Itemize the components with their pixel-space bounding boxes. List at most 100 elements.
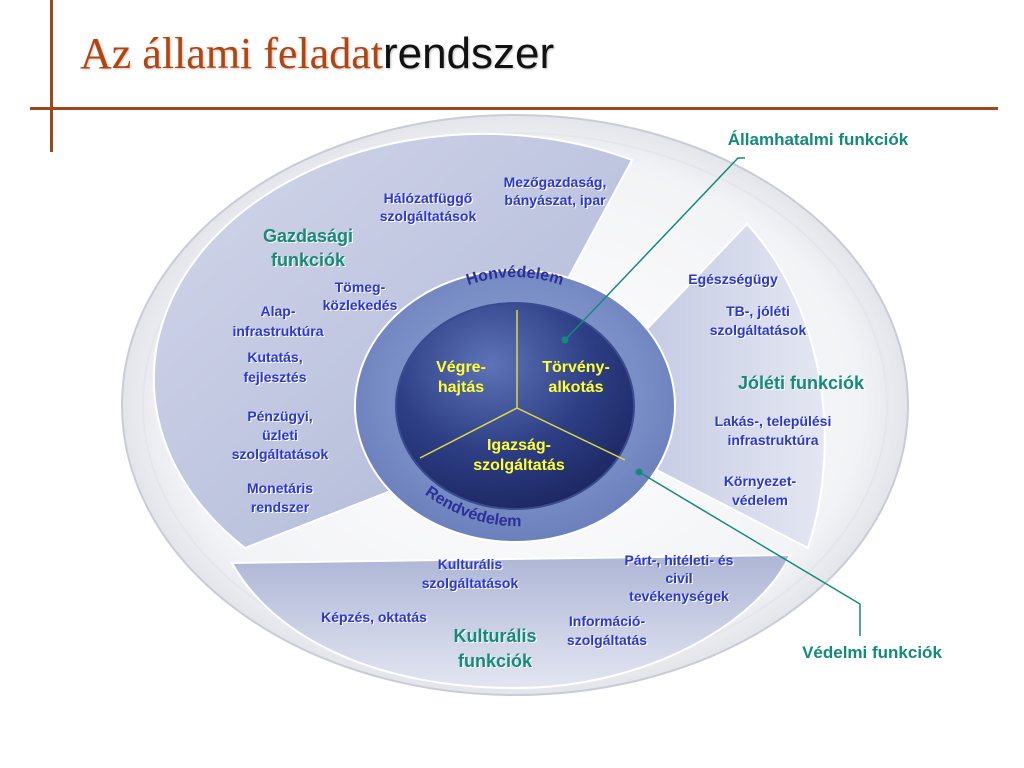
core-label-vegrehajtas-line-1: hajtás	[438, 379, 484, 396]
item-mezogazdasag-shadow-line-1: bányászat, ipar	[506, 193, 608, 209]
item-part-hiteleti-line-0: Párt-, hitéleti- és	[625, 552, 734, 568]
core-divider-right	[516, 407, 626, 461]
core-circle	[395, 302, 635, 510]
item-halozatfuggo-line-1: szolgáltatások	[380, 208, 477, 224]
item-informacio-line-0: Információ-	[569, 613, 646, 629]
item-part-hiteleti-shadow-line-0: Párt-, hitéleti- és	[626, 553, 735, 569]
item-kutatas-line-0: Kutatás,	[247, 349, 302, 365]
item-kulturalis-szolg-line-1: szolgáltatások	[422, 575, 519, 591]
category-kulturalis-shadow-line-1: funkciók	[459, 652, 534, 672]
item-penzugyi-line-2: szolgáltatások	[232, 446, 329, 462]
item-tb-joleti-line-0: TB-, jóléti	[726, 303, 790, 319]
item-penzugyi-shadow-line-0: Pénzügyi,	[249, 409, 314, 425]
item-penzugyi: Pénzügyi,Pénzügyi,üzletiüzletiszolgáltat…	[232, 408, 330, 463]
item-part-hiteleti-line-2: tevékenységek	[629, 588, 729, 604]
item-lakas-telepulesi-line-0: Lakás-, települési	[715, 413, 832, 429]
core-label-igazsagszolgaltatas: Igazság-szolgáltatás	[473, 437, 565, 474]
core-label-torvenyalkotas-line-0: Törvény-	[542, 359, 610, 376]
sector-joleti	[558, 222, 826, 550]
item-mezogazdasag-line-1: bányászat, ipar	[504, 192, 606, 208]
item-mezogazdasag: Mezőgazdaság,Mezőgazdaság,bányászat, ipa…	[504, 174, 608, 209]
item-kulturalis-szolg-line-0: Kulturális	[438, 556, 503, 572]
item-tomegkozlekedes-line-1: közlekedés	[323, 297, 398, 313]
category-kulturalis-line-0: Kulturális	[453, 626, 536, 646]
item-lakas-telepulesi-line-1: infrastruktúra	[727, 432, 818, 448]
item-penzugyi-shadow-line-2: szolgáltatások	[233, 447, 330, 463]
item-alapinfrastruktura-shadow-line-1: infrastruktúra	[234, 324, 325, 340]
core-label-igazsagszolgaltatas-line-0: Igazság-	[487, 437, 551, 454]
item-kornyezetvedelem-shadow-line-1: védelem	[733, 493, 789, 509]
item-informacio-line-1: szolgáltatás	[567, 632, 647, 648]
item-halozatfuggo: HálózatfüggőHálózatfüggőszolgáltatásoksz…	[380, 190, 478, 225]
item-monetaris-shadow-line-0: Monetáris	[248, 481, 314, 497]
category-gazdasagi-line-1: funkciók	[271, 250, 346, 270]
item-penzugyi-line-1: üzleti	[262, 427, 298, 443]
item-halozatfuggo-line-0: Hálózatfüggő	[384, 190, 473, 206]
item-kepzes-oktatas-line-0: Képzés, oktatás	[321, 609, 427, 625]
item-halozatfuggo-shadow-line-1: szolgáltatások	[381, 209, 478, 225]
item-kulturalis-szolg-shadow-line-1: szolgáltatások	[423, 576, 520, 592]
item-part-hiteleti-line-1: civil	[665, 570, 692, 586]
item-egeszsegugy-shadow-line-0: Egészségügy	[689, 272, 779, 288]
item-tb-joleti-line-1: szolgáltatások	[710, 322, 807, 338]
item-kutatas-line-1: fejlesztés	[243, 369, 306, 385]
item-monetaris-shadow-line-1: rendszer	[252, 500, 311, 516]
category-gazdasagi-shadow-line-0: Gazdasági	[264, 227, 354, 247]
category-gazdasagi-shadow-line-1: funkciók	[272, 251, 347, 271]
callout-dot-vedelmi	[635, 468, 643, 476]
callout-line-allamhatalmi	[564, 157, 745, 341]
item-lakas-telepulesi-shadow-line-0: Lakás-, települési	[716, 414, 833, 430]
item-kulturalis-szolg-shadow-line-0: Kulturális	[439, 557, 504, 573]
horizontal-rule	[30, 107, 998, 110]
core-label-vegrehajtas: Végre-hajtás	[436, 359, 486, 396]
item-informacio-shadow-line-1: szolgáltatás	[568, 633, 648, 649]
item-kulturalis-szolg: KulturálisKulturálisszolgáltatásokszolgá…	[422, 556, 520, 592]
item-tomegkozlekedes-shadow-line-0: Tömeg-	[336, 280, 387, 296]
item-tb-joleti-shadow-line-1: szolgáltatások	[711, 323, 808, 339]
item-penzugyi-shadow-line-1: üzleti	[263, 428, 299, 444]
item-kutatas-shadow-line-1: fejlesztés	[245, 370, 308, 386]
item-kornyezetvedelem-line-0: Környezet-	[724, 473, 797, 489]
item-alapinfrastruktura-line-0: Alap-	[261, 303, 296, 319]
category-kulturalis-shadow-line-0: Kulturális	[455, 627, 538, 647]
core-label-torvenyalkotas: Törvény-alkotás	[542, 359, 610, 396]
item-tb-joleti-shadow-line-0: TB-, jóléti	[727, 304, 791, 320]
item-kepzes-oktatas-shadow-line-0: Képzés, oktatás	[322, 610, 428, 626]
item-kutatas-shadow-line-0: Kutatás,	[249, 350, 304, 366]
item-mezogazdasag-shadow-line-0: Mezőgazdaság,	[505, 175, 608, 191]
item-penzugyi-line-0: Pénzügyi,	[247, 408, 312, 424]
core-divider-left	[419, 407, 518, 459]
item-part-hiteleti-shadow-line-1: civil	[667, 571, 694, 587]
item-monetaris-line-0: Monetáris	[247, 480, 313, 496]
callout-vedelmi: Védelmi funkciók	[802, 643, 942, 662]
item-informacio-shadow-line-0: Információ-	[570, 614, 647, 630]
item-informacio: Információ-Információ-szolgáltatásszolgá…	[567, 613, 649, 649]
core-label-igazsagszolgaltatas-line-1: szolgáltatás	[473, 457, 565, 474]
item-kornyezetvedelem-shadow-line-0: Környezet-	[725, 474, 798, 490]
callout-line-vedelmi	[638, 471, 861, 636]
category-joleti-line-0: Jóléti funkciók	[738, 373, 865, 393]
item-alapinfrastruktura-line-1: infrastruktúra	[232, 323, 323, 339]
category-joleti-shadow-line-0: Jóléti funkciók	[739, 374, 866, 394]
item-part-hiteleti-shadow-line-2: tevékenységek	[630, 589, 730, 605]
title-part-serif: Az állami feladat	[80, 29, 383, 78]
item-halozatfuggo-shadow-line-0: Hálózatfüggő	[385, 191, 474, 207]
item-monetaris-line-1: rendszer	[251, 499, 310, 515]
vertical-rule	[50, 0, 53, 152]
item-tomegkozlekedes-line-0: Tömeg-	[335, 279, 386, 295]
item-mezogazdasag-line-0: Mezőgazdaság,	[504, 174, 607, 190]
core-label-vegrehajtas-line-0: Végre-	[436, 359, 486, 376]
item-egeszsegugy-line-0: Egészségügy	[688, 271, 778, 287]
sector-kulturalis	[230, 553, 792, 690]
